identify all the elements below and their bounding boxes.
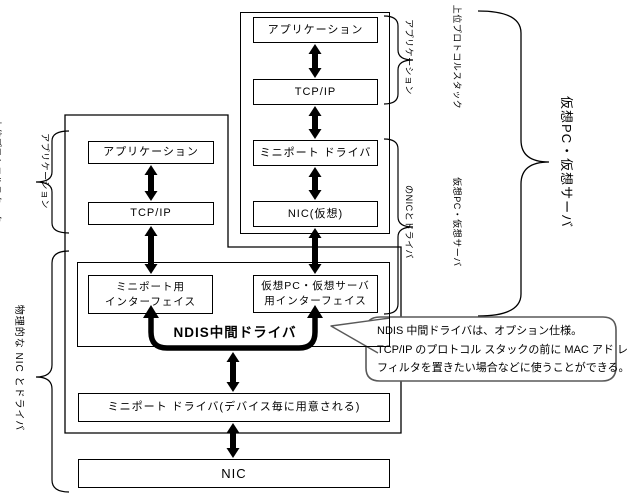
miniport-interface-box: ミニポート用 インターフェイス (88, 275, 213, 314)
vm-miniport-driver-box: ミニポート ドライバ (253, 140, 378, 166)
callout-line: TCP/IP のプロトコル スタックの前に MAC アド レス (377, 343, 628, 356)
vm-application-box: アプリケーション (253, 17, 378, 43)
ndis-intermediate-driver-label: NDIS中間ドライバ (173, 325, 297, 340)
double-arrow (308, 44, 322, 78)
ndis-driver-container (77, 262, 390, 347)
vm-tcpip-box: TCP/IP (253, 79, 378, 105)
callout-line: NDIS 中間ドライバは、オプション仕様。 (377, 325, 583, 337)
outer-step-container-outline (64, 114, 402, 434)
physical-miniport-driver-box: ミニポート ドライバ(デバイス毎に用意される) (78, 393, 390, 422)
double-arrow (308, 106, 322, 139)
flow-arrows (144, 44, 322, 458)
callout-line: フィルタを置きたい場合などに使うことができる。 (377, 362, 628, 374)
callout-tail (330, 317, 391, 354)
label-line: 上位プロトコルスタック (452, 4, 462, 110)
label-line: 仮想PC・仮想サーバ (452, 177, 462, 267)
label-line: アプリケーション (40, 133, 50, 209)
vm-stack-container (240, 12, 390, 234)
brace-left-lower (35, 250, 70, 493)
label-line: 上位プロトコルスタック (0, 118, 2, 224)
vm-interface-box: 仮想PC・仮想サーバ 用インターフェイス (253, 275, 378, 313)
physical-nic-box: NIC (78, 459, 390, 488)
callout-note: NDIS 中間ドライバは、オプション仕様。 TCP/IP のプロトコル スタック… (377, 322, 628, 378)
brace-right-upper (383, 15, 414, 105)
host-tcpip-box: TCP/IP (88, 202, 214, 225)
brace-left-upper (35, 130, 70, 234)
label-line: のNICとドライバ (404, 185, 414, 259)
label-upper-protocol-stack-left: アプリケーション 上位プロトコルスタック (0, 119, 85, 224)
host-application-box: アプリケーション (88, 141, 214, 164)
label-line: 仮想PC・仮想サーバ (559, 96, 574, 228)
double-arrow (226, 423, 240, 458)
label-vm-nic-driver: 仮想PC・仮想サーバ のNICとドライバ (369, 177, 497, 266)
label-line: アプリケーション (404, 19, 414, 95)
vm-virtual-nic-box: NIC(仮想) (253, 201, 378, 227)
label-line: 物理的な NIC とドライバ (13, 304, 24, 432)
label-upper-protocol-stack-right: 上位プロトコルスタック アプリケーション (369, 5, 497, 110)
ndis-u-connector (143, 305, 323, 351)
brace-right-mid (383, 138, 414, 315)
double-arrow (144, 226, 158, 274)
double-arrow (226, 352, 240, 392)
double-arrow (144, 165, 158, 201)
label-physical-nic-driver: 物理的な NIC とドライバ (0, 305, 58, 432)
double-arrow (308, 167, 322, 200)
label-virtual-pc-server: 仮想PC・仮想サーバ (526, 96, 606, 228)
brace-far-right (477, 10, 550, 317)
